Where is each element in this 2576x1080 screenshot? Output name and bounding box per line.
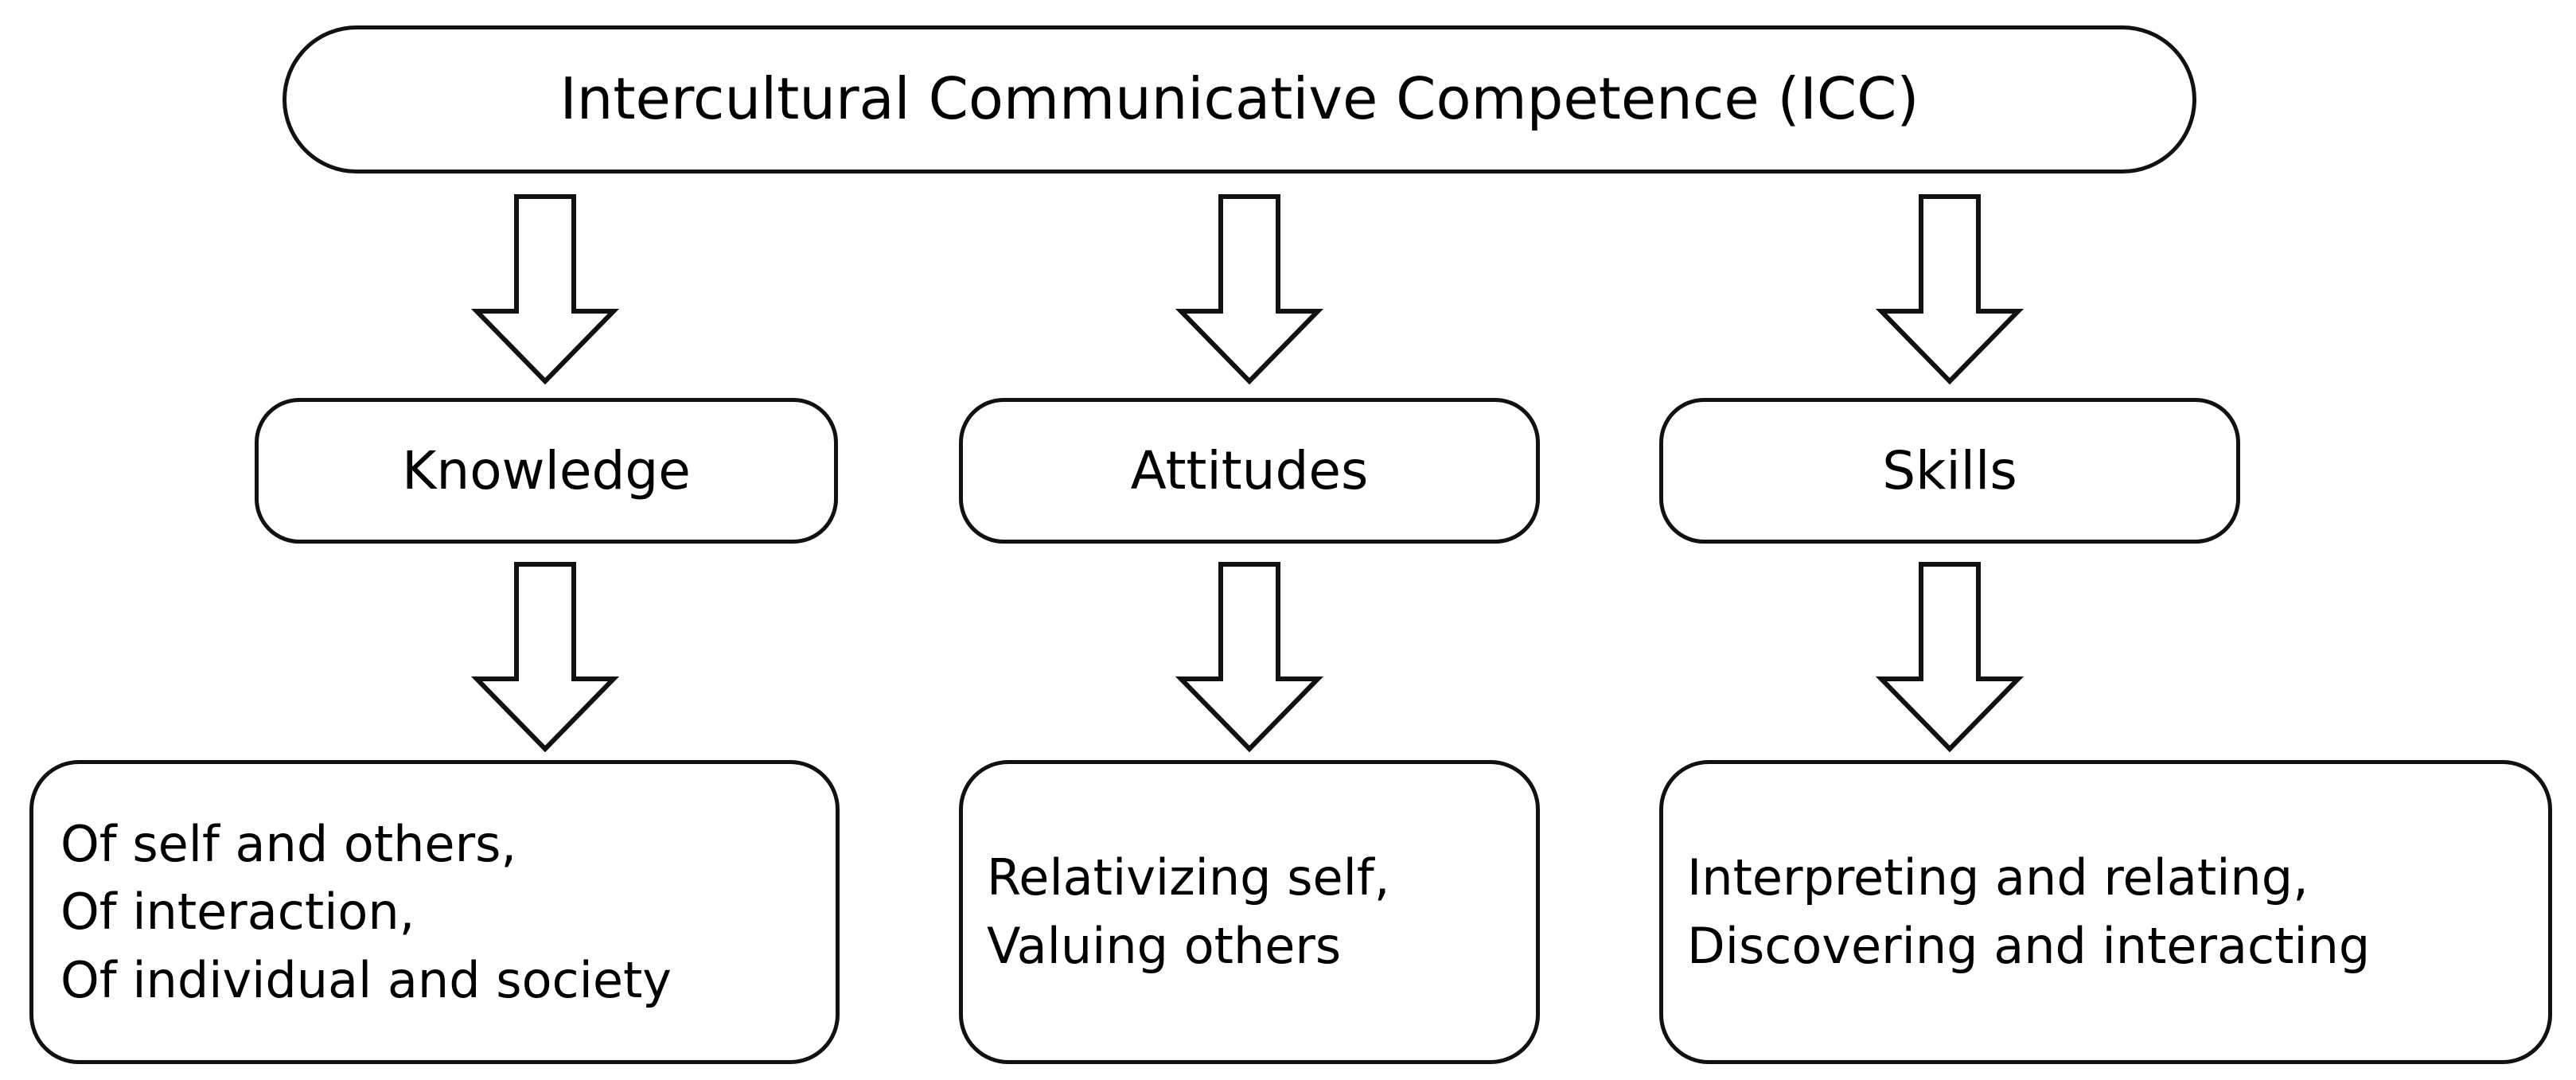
arrow-root-to-knowledge [466,193,625,384]
node-attitudes-detail: Relativizing self, Valuing others [959,760,1540,1064]
arrow-skills-to-detail [1870,561,2029,752]
arrow-root-to-attitudes [1170,193,1329,384]
node-knowledge-detail: Of self and others, Of interaction, Of i… [29,760,840,1064]
node-skills-detail: Interpreting and relating, Discovering a… [1659,760,2552,1064]
node-knowledge: Knowledge [255,398,838,544]
node-icc-root: Intercultural Communicative Competence (… [283,25,2196,174]
node-skills: Skills [1659,398,2240,544]
arrow-attitudes-to-detail [1170,561,1329,752]
node-attitudes: Attitudes [959,398,1540,544]
arrow-root-to-skills [1870,193,2029,384]
arrow-knowledge-to-detail [466,561,625,752]
